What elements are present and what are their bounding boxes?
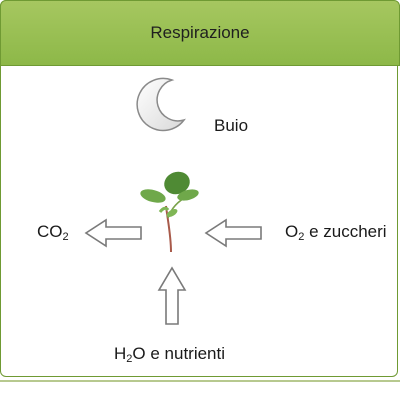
oxygen-label-main: O (285, 222, 299, 241)
oxygen-label-subscript: 2 (298, 231, 305, 243)
co2-label-main: CO (37, 222, 63, 241)
water-label-main: H (114, 344, 127, 363)
oxygen-sugars-label: O2 e zuccheri (285, 222, 387, 243)
co2-output-arrow (84, 218, 142, 248)
page-title: Respirazione (150, 23, 250, 42)
oxygen-label-tail: e zuccheri (304, 222, 387, 241)
seedling-icon (140, 171, 199, 253)
water-label-subscript: 2 (126, 353, 133, 365)
header-bar: Respirazione (0, 0, 400, 66)
co2-label: CO2 (37, 222, 69, 243)
oxygen-input-arrow (204, 218, 262, 248)
water-input-arrow (157, 266, 187, 325)
water-nutrients-label: H2O e nutrienti (114, 344, 226, 365)
co2-label-subscript: 2 (62, 231, 69, 243)
crescent-moon-icon (136, 77, 186, 132)
water-label-tail: O e nutrienti (132, 344, 226, 363)
condition-label: Buio (214, 116, 249, 135)
bottom-divider (0, 380, 400, 382)
